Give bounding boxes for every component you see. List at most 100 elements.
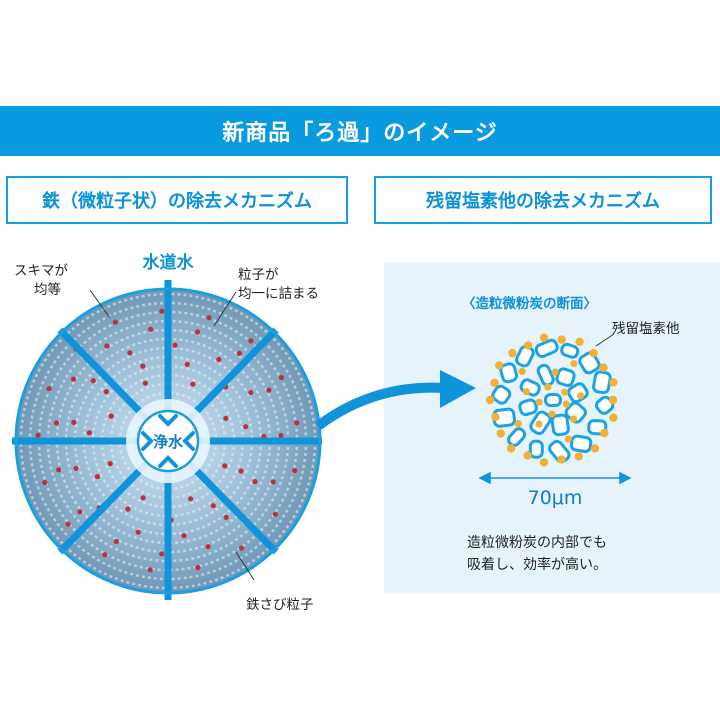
chlorine-dot [535,398,543,406]
rust-dot [148,326,154,332]
carbon-piece [518,398,538,417]
rust-dot [53,420,60,426]
carbon-piece [534,338,559,358]
leader-lines [89,289,255,581]
chlorine-dot [514,420,522,428]
rust-dot [272,511,278,517]
rust-dot [236,350,242,356]
chlorine-dot [539,333,549,342]
rust-dot [77,509,83,515]
rust-dot [292,468,298,474]
chlorine-dot [557,335,566,344]
rust-dot [184,361,190,367]
rust-dot [188,496,194,502]
carbon-piece [519,378,541,397]
granule-caption: 造粒微粉炭の内部でも 吸着し、効率が高い。 [467,535,607,573]
chlorine-dot [539,458,549,467]
carbon-piece [560,342,580,359]
chlorine-dot [491,412,500,422]
rust-dot [222,463,228,469]
rust-dot [135,529,141,535]
rust-dot [35,432,41,438]
rust-dot [142,380,148,386]
rust-dot [159,308,165,314]
carbon-piece [569,434,593,453]
carbon-granule [485,333,618,467]
rust-dot [266,387,272,393]
chlorine-dot [574,452,583,461]
connector-arrow-shaft [315,382,445,431]
chlorine-dot [569,415,578,423]
rust-particles [35,308,300,573]
chlorine-dot [570,360,578,368]
rust-dot [238,468,244,474]
scale-label: 70μm [528,487,583,509]
rust-dot [206,315,212,321]
carbon-piece [528,439,544,459]
connector-arrow-head [440,370,476,408]
rust-dot [125,506,131,512]
chlorine-dot [548,410,556,418]
water-flow-spokes [12,280,322,600]
rust-dot [102,552,108,558]
rust-dot [107,461,113,467]
rust-label: 鉄さび粒子 [246,597,314,613]
rust-dot [195,329,201,335]
chlorine-dot [506,444,516,453]
chlorine-dot [522,388,530,396]
rust-dot [216,356,222,363]
iron-removal-title: 鉄（微粒子状）の除去メカニズム [42,191,312,212]
chlorine-dot [496,429,505,438]
chlorine-dot [495,361,504,370]
rust-dot [73,465,79,471]
rust-dot [42,479,48,486]
chlorine-dot [551,368,559,376]
chlorine-dot [518,367,526,375]
rust-dot [248,338,254,344]
rust-dot [86,430,92,436]
chlorine-label: 残留塩素他 [612,321,680,337]
rust-dot [181,533,187,539]
chlorine-dot [590,444,600,453]
rust-dot [205,544,211,550]
chlorine-dot [490,378,499,387]
chlorine-removal-heading: 残留塩素他の除去メカニズム [374,176,712,224]
gap-label: スキマが 均等 [14,263,68,298]
purified-water-label: 浄水 [153,433,184,451]
rust-dot [278,375,285,381]
chlorine-dot [557,455,566,464]
rust-dot [147,567,153,573]
carbon-piece [578,351,601,375]
carbon-piece [544,393,562,407]
scale-bar [478,471,632,485]
carbon-piece [515,344,535,368]
carbon-piece [592,370,612,395]
rust-dot [65,521,71,527]
chlorine-dot [523,451,532,460]
chlorine-dot [562,400,571,408]
chlorine-dot [609,413,618,422]
rust-dot [190,381,196,387]
rust-dot [270,479,276,485]
chlorine-dot [544,383,552,391]
rust-dot [223,415,229,421]
rust-dot [223,514,229,521]
rust-dot [113,538,119,545]
center-core [136,409,200,473]
chlorine-dot [564,435,572,443]
chlorine-dot [608,395,618,405]
chlorine-dot [609,378,618,387]
carbon-piece [536,363,555,387]
chlorine-dot [523,341,533,350]
chlorine-dot [485,395,495,405]
rust-dot [248,389,254,396]
chlorine-dot [508,348,517,358]
chlorine-dot [561,388,569,396]
rust-dot [56,467,62,473]
rust-dot [104,343,110,349]
chlorine-dot [589,348,598,358]
rust-dot [90,378,96,384]
rust-dot [127,350,133,356]
carbon-piece [550,413,570,437]
